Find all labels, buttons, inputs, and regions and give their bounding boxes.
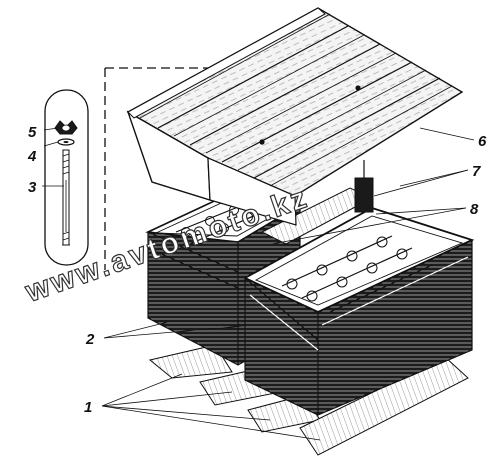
callout-3: 3	[28, 179, 37, 196]
callout-6: 6	[478, 133, 487, 150]
callout-5: 5	[28, 124, 37, 141]
callout-1: 1	[84, 399, 92, 416]
callout-4: 4	[27, 148, 37, 165]
leader-lines	[42, 127, 475, 441]
dashed-frame	[104, 67, 356, 270]
callout-2: 2	[85, 331, 95, 348]
threaded-stud	[62, 149, 70, 246]
front-battery	[243, 207, 475, 416]
clamp-bracket	[260, 160, 374, 245]
battery-cover	[126, 7, 464, 226]
front-battery-cell-caps	[281, 235, 433, 313]
washer	[57, 138, 75, 146]
callout-8: 8	[470, 201, 479, 218]
wing-nut	[54, 120, 78, 135]
stud-detail-inset	[44, 89, 89, 266]
callout-7: 7	[472, 163, 481, 180]
callout-numbers: 5 4 3 6 7 8 2 1	[27, 124, 487, 416]
rear-battery-cell-caps	[175, 204, 259, 245]
